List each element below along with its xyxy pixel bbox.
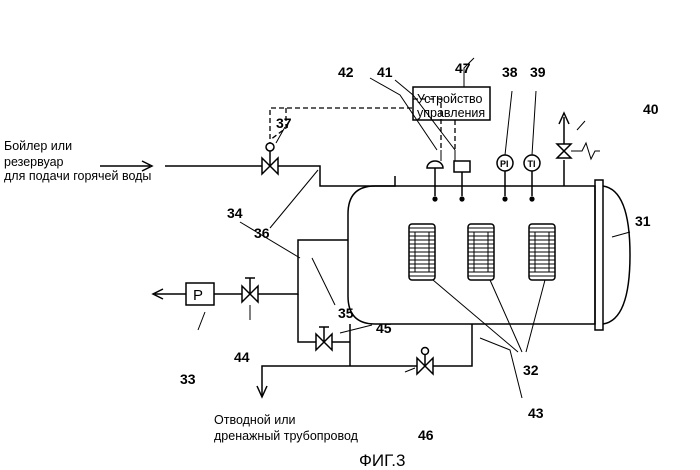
heating-coil-1 <box>409 224 435 280</box>
figure-caption: ФИГ.3 <box>359 451 405 470</box>
temperature-gauge-label: TI <box>528 159 536 169</box>
heating-coil-2 <box>468 224 494 280</box>
sensor-41 <box>454 150 470 202</box>
ref-38: 38 <box>502 64 518 80</box>
ref-45: 45 <box>376 320 392 336</box>
ref-31: 31 <box>635 213 651 229</box>
drain-label-line-2: дренажный трубопровод <box>214 429 359 443</box>
source-label-line-1: Бойлер или <box>4 139 72 153</box>
pump-label: P <box>193 287 203 304</box>
pump-outlet-arrow <box>153 289 186 299</box>
ref-32: 32 <box>523 362 539 378</box>
ref-33: 33 <box>180 371 196 387</box>
ref-36: 36 <box>254 225 270 241</box>
source-label-line-3: для подачи горячей воды <box>4 169 151 183</box>
ref-43: 43 <box>528 405 544 421</box>
valve-44 <box>242 278 258 302</box>
source-label-line-2: резервуар <box>4 155 64 169</box>
temperature-gauge-39: TI <box>524 155 540 202</box>
ref-41: 41 <box>377 64 393 80</box>
ref-37: 37 <box>276 115 292 131</box>
pressure-gauge-label: PI <box>500 159 509 169</box>
sensor-42 <box>427 150 443 202</box>
ref-34: 34 <box>227 205 243 221</box>
drain-line <box>262 324 472 396</box>
valve-45 <box>316 327 332 350</box>
pump-33: P <box>186 283 214 305</box>
ref-40: 40 <box>643 101 659 117</box>
pump-line <box>214 240 348 294</box>
source-label: Бойлер или резервуар для подачи горячей … <box>4 139 151 183</box>
drain-label-line-1: Отводной или <box>214 413 296 427</box>
ref-46: 46 <box>418 427 434 443</box>
tank <box>348 180 630 330</box>
controller-label-line-1: Устройство <box>417 92 482 106</box>
ref-44: 44 <box>234 349 250 365</box>
ref-39: 39 <box>530 64 546 80</box>
control-valve-37 <box>262 143 278 174</box>
pressure-gauge-38: PI <box>497 155 513 202</box>
heating-coil-3 <box>529 224 555 280</box>
ref-47: 47 <box>455 60 471 76</box>
inlet-pipe <box>165 166 395 186</box>
valve-46 <box>417 348 433 375</box>
relief-valve-40 <box>557 113 600 186</box>
ref-42: 42 <box>338 64 354 80</box>
ref-35: 35 <box>338 305 354 321</box>
